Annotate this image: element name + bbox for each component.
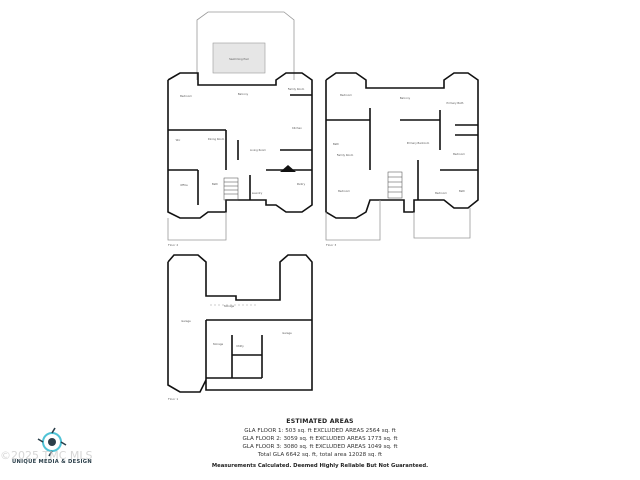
- room-label: Wic: [176, 138, 181, 142]
- room-label: Bedroom: [180, 94, 192, 98]
- company-logo: [37, 427, 67, 457]
- disclaimer: Measurements Calculated. Deemed Highly R…: [211, 463, 429, 469]
- room-label: Utility: [236, 344, 244, 348]
- aperture-icon: [37, 427, 67, 457]
- room-label: Bedroom: [340, 93, 352, 97]
- gla-floor-1-line: GLA FLOOR 1: 503 sq. ft EXCLUDED AREAS 2…: [244, 428, 396, 434]
- fireplace: [280, 165, 296, 172]
- floor-label: Floor 3: [326, 243, 336, 247]
- room-label: Kitchen: [292, 126, 302, 130]
- room-label: Garage: [181, 319, 191, 323]
- room-label: Storage: [213, 342, 224, 346]
- room-label: Bedroom: [453, 152, 465, 156]
- room-label: Balcony: [400, 96, 411, 100]
- staircase: [223, 177, 239, 201]
- room-label: Bath: [212, 182, 218, 186]
- room-label: Storage: [224, 304, 235, 308]
- balcony-railing: [167, 212, 227, 241]
- room-label: Dining Room: [208, 137, 225, 141]
- mls-watermark: ©2025 TMC MLS: [0, 449, 93, 462]
- room-label: Swimming Pool: [229, 57, 249, 61]
- floor-label: Floor 2: [168, 243, 178, 247]
- gla-floor-2-line: GLA FLOOR 2: 3059 sq. ft EXCLUDED AREAS …: [242, 436, 398, 442]
- floor-plan-level-2: [167, 11, 313, 241]
- pool-deck-outline: [196, 11, 295, 80]
- floor-plan-level-3: [325, 72, 479, 241]
- swimming-pool: [212, 42, 266, 74]
- floor-plan-level-1: [167, 254, 313, 393]
- floor-1-exterior-wall: [167, 254, 313, 393]
- room-label: Balcony: [238, 92, 249, 96]
- room-label: Bath: [459, 189, 465, 193]
- floor-2-exterior-wall: [167, 72, 313, 219]
- room-label: Bedroom: [338, 189, 350, 193]
- balcony-railing-level-3: [325, 200, 381, 241]
- room-label: Laundry: [252, 191, 263, 195]
- floor-label: Floor 1: [168, 397, 178, 401]
- room-label: Garage: [282, 331, 292, 335]
- gla-floor-3-line: GLA FLOOR 3: 3080 sq. ft EXCLUDED AREAS …: [242, 444, 398, 450]
- brand-name: UNIQUE MEDIA & DESIGN: [12, 459, 92, 465]
- floor-3-exterior-wall: [325, 72, 479, 219]
- room-label: Living Room: [250, 148, 266, 152]
- room-label: Bedroom: [435, 191, 447, 195]
- estimated-areas-title: ESTIMATED AREAS: [286, 418, 354, 425]
- balcony-railing-level-3-right: [413, 208, 471, 239]
- room-label: Family Room: [337, 153, 354, 157]
- room-label: Bath: [333, 142, 339, 146]
- room-label: Primary Bedroom: [407, 141, 430, 145]
- estimated-areas-block: ESTIMATED AREAS GLA FLOOR 1: 503 sq. ft …: [215, 418, 425, 459]
- room-label: Office: [180, 183, 188, 187]
- room-label: Pantry: [297, 182, 306, 186]
- room-label: Primary Bath: [447, 101, 464, 105]
- staircase-level-3: [387, 171, 403, 199]
- room-labels: Swimming Pool Bedroom Balcony Family Roo…: [176, 57, 466, 348]
- room-label: Family Room: [288, 87, 305, 91]
- total-gla-line: Total GLA 6642 sq. ft, total area 12028 …: [257, 452, 383, 458]
